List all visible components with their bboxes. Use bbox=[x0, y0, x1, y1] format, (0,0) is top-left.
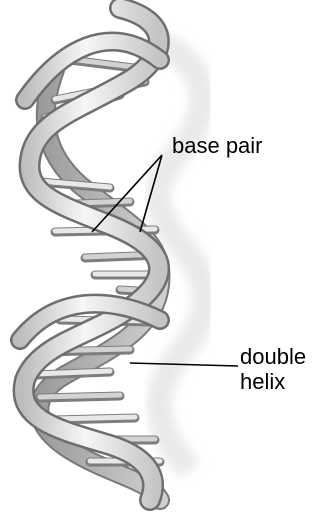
base-pair-rung bbox=[55, 417, 135, 419]
base-pair-rung bbox=[40, 395, 120, 397]
base-pair-rung bbox=[35, 371, 110, 374]
base-pair-label: base pair bbox=[172, 133, 263, 158]
double-helix-label-line1: double bbox=[240, 344, 306, 369]
double-helix-label-line2: helix bbox=[240, 369, 285, 394]
